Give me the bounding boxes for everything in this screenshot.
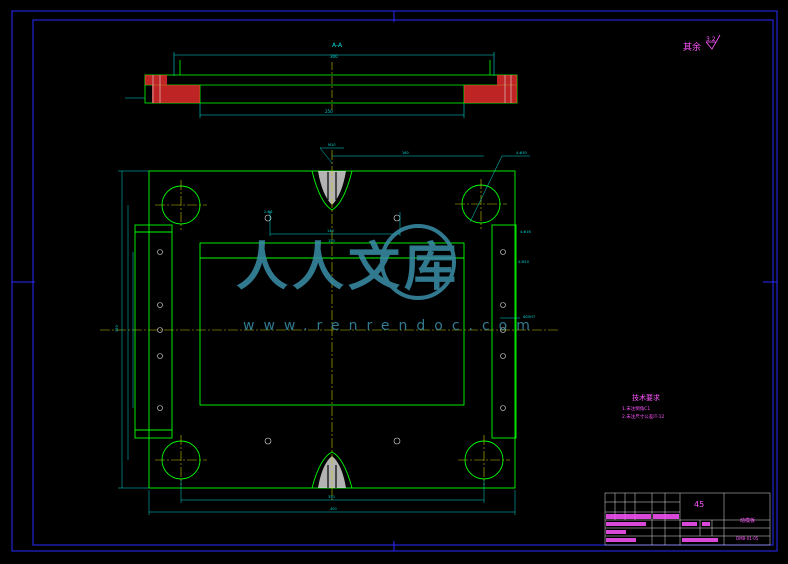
svg-text:2-Φ8: 2-Φ8	[264, 210, 272, 214]
title-block: 45 动模板 DMB-01-05	[604, 492, 771, 546]
svg-text:300: 300	[330, 54, 338, 59]
watermark-logo-icon	[380, 224, 456, 300]
left-slot	[134, 224, 173, 439]
svg-text:140: 140	[327, 229, 334, 233]
svg-text:M10: M10	[328, 143, 335, 147]
svg-text:4-M10: 4-M10	[518, 260, 529, 264]
watermark: 人人文库 www.renrendoc.com	[236, 224, 539, 334]
drawing-number-field: DMB-01-05	[736, 536, 759, 541]
drawing-border	[11, 10, 778, 552]
tech-req-title: 技术要求	[632, 393, 660, 402]
section-label: A-A	[332, 42, 343, 49]
surface-finish-value: 3.2	[706, 36, 716, 43]
material-field: 45	[694, 500, 704, 509]
tech-req-item: 2.未注尺寸公差IT-12	[622, 413, 664, 420]
technical-requirements: 技术要求 1.未注倒角C1 2.未注尺寸公差IT-12	[622, 393, 664, 420]
svg-text:250: 250	[325, 109, 333, 114]
svg-text:350: 350	[115, 325, 119, 332]
svg-text:350: 350	[328, 495, 335, 499]
watermark-text: 人人文库	[236, 238, 460, 298]
svg-text:150: 150	[328, 239, 335, 243]
surface-finish-note: 其余 3.2	[683, 34, 721, 53]
svg-text:4-Φ16: 4-Φ16	[520, 230, 531, 234]
section-view: A-A	[125, 42, 518, 118]
plan-view: 400 350 160 140 150 4-Φ30 4-Φ16 4-M10 Φ2…	[100, 143, 560, 515]
svg-text:4-Φ30: 4-Φ30	[516, 151, 527, 155]
right-slot	[491, 224, 517, 439]
svg-text:400: 400	[330, 507, 337, 511]
watermark-url: www.renrendoc.com	[243, 318, 539, 334]
surface-finish-label: 其余	[683, 41, 701, 53]
svg-text:160: 160	[402, 151, 409, 155]
svg-text:Φ25H7: Φ25H7	[523, 315, 535, 319]
tech-req-item: 1.未注倒角C1	[622, 405, 650, 412]
roughness-symbol-icon	[705, 34, 721, 50]
part-name-field: 动模板	[740, 517, 755, 524]
